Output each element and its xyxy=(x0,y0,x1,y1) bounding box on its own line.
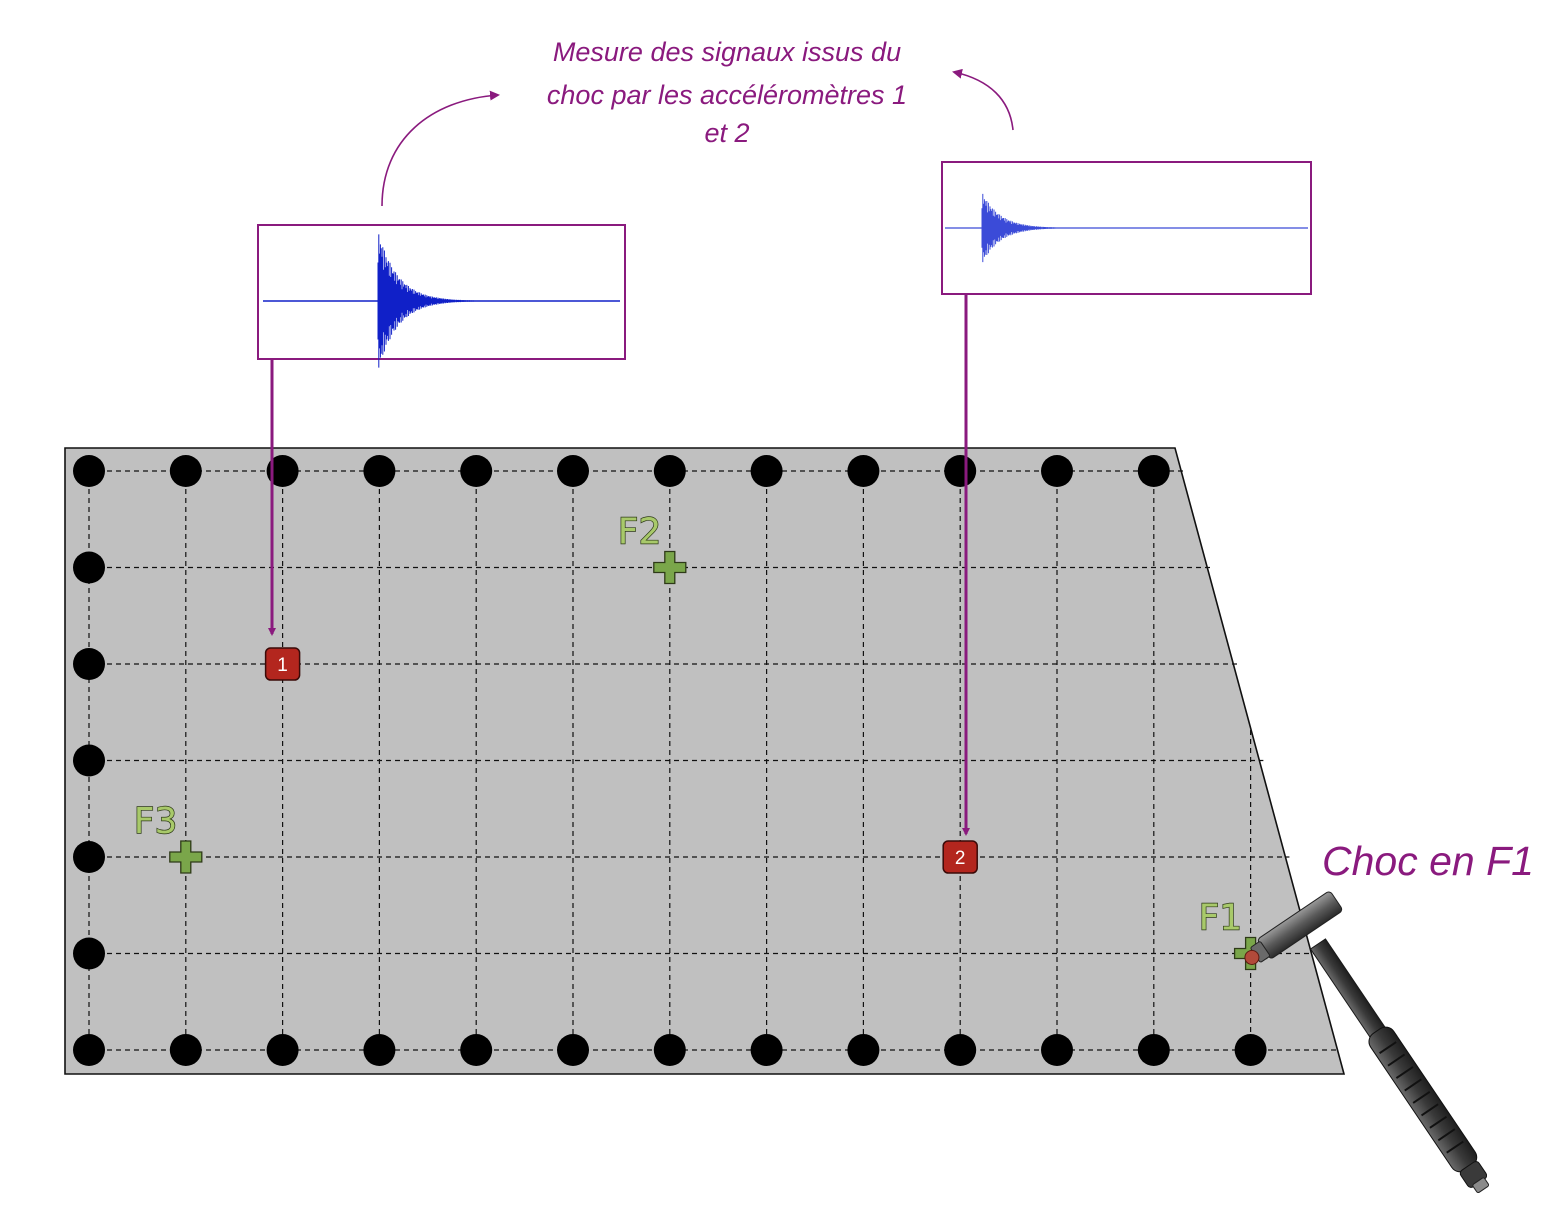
curved-arrow-right xyxy=(952,68,1014,131)
support-dot xyxy=(363,1034,396,1066)
force-point-f2: F2 xyxy=(617,511,687,585)
mesh-grid xyxy=(88,470,1340,1051)
support-dot xyxy=(73,937,105,970)
support-dot xyxy=(73,1034,105,1066)
support-dot xyxy=(266,455,299,487)
impact-hammer-icon xyxy=(1244,891,1490,1194)
support-dot xyxy=(1041,1034,1073,1066)
sensor-icon xyxy=(264,647,301,681)
force-label: F1 xyxy=(1199,898,1243,939)
support-dot xyxy=(73,551,105,584)
sensor-number: 2 xyxy=(955,848,966,869)
support-dot xyxy=(73,648,105,680)
caption-line: Mesure des signaux issus du xyxy=(553,37,901,67)
support-dot xyxy=(169,455,202,487)
support-dot xyxy=(944,1034,977,1066)
support-dot xyxy=(1234,1034,1267,1066)
force-point-f1: F1 xyxy=(1198,897,1268,971)
sensor-icon xyxy=(942,840,978,874)
support-dot xyxy=(73,744,105,777)
support-dot xyxy=(557,455,589,487)
curved-arrow-left xyxy=(381,90,500,207)
accelerometer-1: 1 xyxy=(264,647,301,681)
support-dot xyxy=(653,1034,686,1066)
signal-box-1 xyxy=(257,224,626,368)
impact-caption: Choc en F1 xyxy=(1322,838,1534,884)
support-dot xyxy=(73,841,105,873)
support-dot xyxy=(1137,1034,1170,1066)
caption-line: et 2 xyxy=(704,118,749,148)
support-dot xyxy=(847,455,880,487)
support-dot xyxy=(1137,455,1170,487)
force-label: F2 xyxy=(618,512,662,553)
force-point-f3: F3 xyxy=(133,800,203,874)
measurement-caption: Mesure des signaux issus du choc par les… xyxy=(547,37,907,148)
support-dot xyxy=(266,1034,299,1066)
support-dot xyxy=(363,455,396,487)
accelerometer-2: 2 xyxy=(942,840,978,874)
support-dot xyxy=(653,455,686,487)
force-label: F3 xyxy=(134,801,178,842)
signal-box-2 xyxy=(941,161,1312,295)
support-dot xyxy=(169,1034,202,1066)
signal-trace-1 xyxy=(377,234,489,368)
support-dot xyxy=(1041,455,1073,487)
support-dot xyxy=(750,455,783,487)
plus-icon xyxy=(653,550,687,585)
caption-line: choc par les accéléromètres 1 xyxy=(547,80,907,110)
plus-icon xyxy=(169,840,203,874)
sensor-number: 1 xyxy=(277,655,288,676)
support-points xyxy=(73,455,1267,1066)
support-dot xyxy=(847,1034,880,1066)
accelerometers: 12 xyxy=(264,647,978,874)
support-dot xyxy=(944,455,977,487)
support-dot xyxy=(73,455,105,487)
support-dot xyxy=(750,1034,783,1066)
support-dot xyxy=(460,455,493,487)
support-dot xyxy=(460,1034,493,1066)
support-dot xyxy=(557,1034,589,1066)
signal-trace-2 xyxy=(981,193,1083,263)
